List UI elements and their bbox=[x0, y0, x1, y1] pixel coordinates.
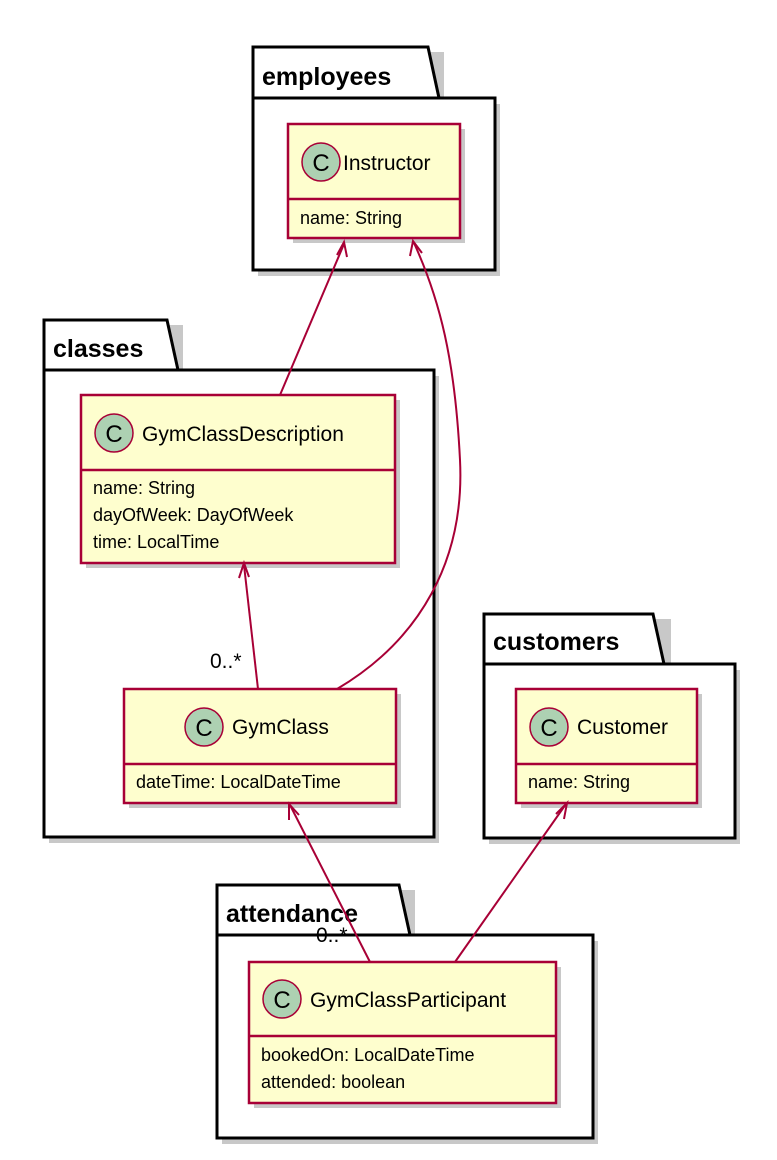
attribute: name: String bbox=[93, 478, 195, 498]
multiplicity-label: 0..* bbox=[316, 924, 348, 947]
class-icon-letter: C bbox=[195, 715, 212, 742]
class-icon bbox=[262, 979, 302, 1019]
package-label-customers: customers bbox=[493, 628, 619, 656]
class-icon-letter: C bbox=[540, 715, 557, 742]
attribute: time: LocalTime bbox=[93, 532, 219, 552]
class-name-customer: Customer bbox=[577, 716, 668, 739]
class-instructor: C Instructor name: String bbox=[286, 122, 465, 243]
class-name-gym-class-participant: GymClassParticipant bbox=[310, 989, 506, 1012]
class-customer: C Customer name: String bbox=[514, 687, 702, 808]
edge-gymclass-to-instructor bbox=[336, 238, 462, 690]
class-gym-class-participant: C GymClassParticipant bookedOn: LocalDat… bbox=[247, 960, 561, 1108]
class-icon bbox=[94, 413, 134, 453]
attribute: name: String bbox=[528, 772, 630, 792]
attribute: dayOfWeek: DayOfWeek bbox=[93, 505, 294, 525]
class-name-instructor: Instructor bbox=[343, 152, 431, 175]
class-name-gym-class: GymClass bbox=[232, 716, 329, 739]
class-gym-class-description: C GymClassDescription name: String dayOf… bbox=[79, 393, 400, 568]
class-name-gym-class-description: GymClassDescription bbox=[142, 423, 344, 446]
class-icon bbox=[529, 707, 569, 747]
edge-description-to-instructor bbox=[279, 239, 348, 396]
class-gym-class: C GymClass dateTime: LocalDateTime bbox=[122, 687, 401, 808]
attribute: dateTime: LocalDateTime bbox=[136, 772, 341, 792]
edge-participant-to-customer bbox=[454, 800, 569, 963]
attribute: name: String bbox=[300, 208, 402, 228]
package-label-attendance: attendance bbox=[226, 900, 358, 928]
package-label-classes: classes bbox=[53, 335, 143, 363]
attribute: attended: boolean bbox=[261, 1072, 405, 1092]
class-icon bbox=[184, 707, 224, 747]
package-label-employees: employees bbox=[262, 63, 391, 91]
multiplicity-label: 0..* bbox=[210, 650, 242, 673]
class-icon-letter: C bbox=[105, 421, 122, 448]
class-icon bbox=[301, 142, 341, 182]
class-icon-letter: C bbox=[312, 150, 329, 177]
edge-participant-to-gymclass: 0..* bbox=[288, 801, 371, 963]
attribute: bookedOn: LocalDateTime bbox=[261, 1045, 474, 1065]
edge-gymclass-to-description: 0..* bbox=[210, 559, 259, 690]
class-icon-letter: C bbox=[273, 987, 290, 1014]
